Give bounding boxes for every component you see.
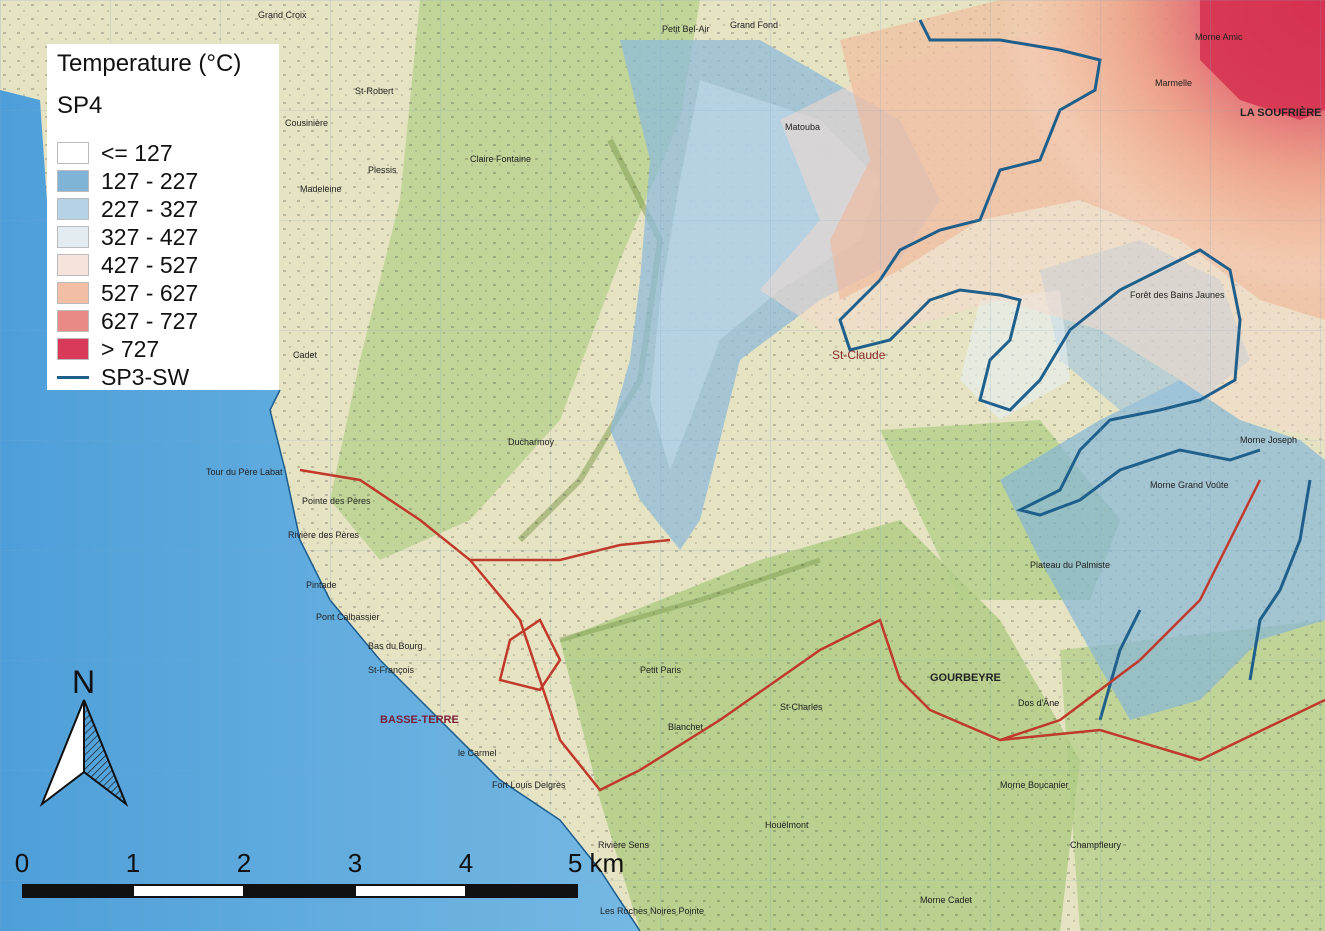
- legend-item: <= 127: [57, 140, 173, 166]
- legend-label: SP3-SW: [101, 363, 190, 390]
- place-label: Cousinière: [285, 118, 329, 128]
- place-label: Rivière Sens: [598, 840, 650, 850]
- legend-item: SP3-SW: [57, 364, 189, 390]
- legend-swatch: [57, 198, 89, 220]
- scale-segment: [22, 884, 134, 898]
- scale-tick: 3: [347, 848, 363, 878]
- place-label: Les Roches Noires Pointe: [600, 906, 705, 916]
- legend-swatch: [57, 226, 89, 248]
- place-label: Bas du Bourg: [368, 641, 423, 651]
- place-label: Houëlmont: [765, 820, 809, 830]
- place-label: Ducharmoy: [508, 437, 555, 447]
- legend-label: 227 - 327: [101, 195, 199, 222]
- legend-subtitle: SP4: [57, 92, 103, 119]
- place-label: GOURBEYRE: [930, 672, 1001, 684]
- legend-label: 127 - 227: [101, 167, 199, 194]
- place-label: Plessis: [368, 165, 397, 175]
- place-label: St-Claude: [832, 348, 886, 362]
- legend-item: 227 - 327: [57, 196, 198, 222]
- place-label: Petit Bel-Air: [662, 24, 710, 34]
- map-legend: Temperature (°C) SP4 <= 127 127 - 227 22…: [47, 44, 279, 390]
- place-label: BASSE-TERRE: [380, 714, 459, 726]
- place-label: Pont Calbassier: [316, 612, 380, 622]
- legend-label: 327 - 427: [101, 223, 199, 250]
- legend-label: <= 127: [101, 139, 173, 166]
- place-label: Morne Joseph: [1240, 435, 1298, 445]
- place-label: Blanchet: [668, 722, 704, 732]
- place-label: Dos d'Âne: [1018, 698, 1060, 708]
- scale-segment: [243, 884, 356, 898]
- legend-swatch: [57, 282, 89, 304]
- north-arrow-icon: [39, 699, 129, 808]
- scale-segment: [354, 884, 467, 898]
- place-label: Grand Fond: [730, 20, 779, 30]
- scale-tick: 5 km: [567, 848, 625, 878]
- legend-item: 127 - 227: [57, 168, 198, 194]
- place-label: St-Charles: [780, 702, 823, 712]
- legend-label: 527 - 627: [101, 279, 199, 306]
- place-label: Morne Boucanier: [1000, 780, 1069, 790]
- north-label: N: [72, 664, 96, 700]
- legend-label: 627 - 727: [101, 307, 199, 334]
- legend-item: 527 - 627: [57, 280, 198, 306]
- place-label: Claire Fontaine: [470, 154, 532, 164]
- legend-swatch: [57, 254, 89, 276]
- place-label: Madeleine: [300, 184, 342, 194]
- legend-item: 627 - 727: [57, 308, 198, 334]
- place-label: Morne Cadet: [920, 895, 973, 905]
- legend-item: 427 - 527: [57, 252, 198, 278]
- place-label: Pintade: [306, 580, 337, 590]
- scale-tick: 1: [125, 848, 141, 878]
- legend-swatch: [57, 142, 89, 164]
- legend-item: 327 - 427: [57, 224, 198, 250]
- place-label: Tour du Père Labat: [206, 467, 283, 477]
- place-label: le Carmel: [458, 748, 497, 758]
- scale-bar: 0 1 2 3 4 5 km: [14, 848, 638, 908]
- place-label: Morne Grand Voûte: [1150, 480, 1229, 490]
- scale-segment: [132, 884, 245, 898]
- scale-tick: 4: [458, 848, 474, 878]
- place-label: Plateau du Palmiste: [1030, 560, 1111, 570]
- place-label: Champfleury: [1070, 840, 1122, 850]
- legend-title: Temperature (°C): [57, 50, 242, 77]
- legend-swatch: [57, 338, 89, 360]
- place-label: Cadet: [293, 350, 318, 360]
- legend-swatch: [57, 170, 89, 192]
- scale-segment: [465, 884, 578, 898]
- place-label: Rivière des Pères: [288, 530, 360, 540]
- place-label: St-François: [368, 665, 415, 675]
- scale-tick: 2: [236, 848, 252, 878]
- scale-tick: 0: [14, 848, 30, 878]
- legend-line: [57, 375, 89, 379]
- legend-label: 427 - 527: [101, 251, 199, 278]
- place-label: Matouba: [785, 122, 821, 132]
- place-label: Fort Louis Delgrès: [492, 780, 566, 790]
- place-label: Morne Amic: [1195, 32, 1243, 42]
- legend-label: > 727: [101, 335, 160, 362]
- place-label: St-Robert: [355, 86, 394, 96]
- place-label: Petit Paris: [640, 665, 682, 675]
- place-label: LA SOUFRIÈRE: [1240, 107, 1322, 119]
- north-arrow: N: [34, 664, 134, 814]
- place-label: Marmelle: [1155, 78, 1193, 88]
- legend-swatch: [57, 310, 89, 332]
- legend-item: > 727: [57, 336, 159, 362]
- place-label: Forêt des Bains Jaunes: [1130, 290, 1225, 300]
- place-label: Pointe des Pères: [302, 496, 371, 506]
- place-label: Grand Croix: [258, 10, 307, 20]
